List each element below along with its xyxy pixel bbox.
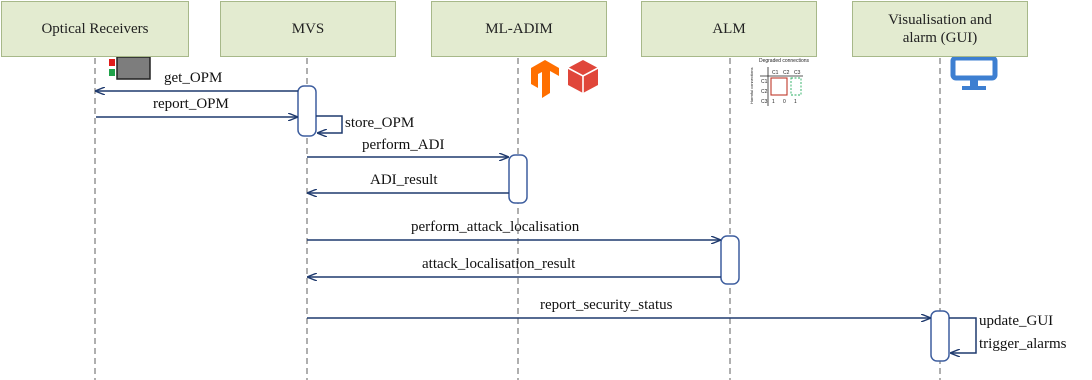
matrix-row-heading: Harmful connections — [749, 68, 754, 104]
participant-gui: Visualisation and alarm (GUI) — [852, 1, 1028, 57]
activation-gui — [930, 310, 950, 362]
connection-matrix-icon: Degraded connections C1 C2 C3 Harmful co… — [749, 58, 810, 106]
message-perform-adi: perform_ADI — [362, 137, 445, 153]
matrix-row-c2: C2 — [761, 89, 768, 95]
matrix-cell-1: 1 — [772, 99, 775, 105]
matrix-row-c1: C1 — [761, 79, 768, 85]
message-store-opm: store_OPM — [345, 115, 415, 131]
matrix-row-c3: C3 — [761, 99, 768, 105]
activation-alm — [720, 235, 740, 285]
matrix-cell-2: 0 — [783, 99, 786, 105]
message-perform-attack-localisation: perform_attack_localisation — [411, 219, 580, 235]
message-update-gui: update_GUI — [979, 313, 1054, 329]
participant-label: Optical Receivers — [41, 21, 149, 37]
message-get-opm: get_OPM — [164, 70, 223, 86]
message-report-security-status: report_security_status — [540, 297, 673, 313]
participant-optical-receivers: Optical Receivers — [1, 1, 189, 57]
participant-mvs: MVS — [220, 1, 396, 57]
monitor-icon — [950, 55, 998, 90]
optical-receiver-device-icon — [109, 56, 151, 80]
activation-mladim — [508, 154, 528, 204]
arrow-update-gui — [949, 317, 977, 353]
activation-mvs — [297, 85, 317, 137]
message-report-opm: report_OPM — [153, 96, 229, 112]
matrix-title: Degraded connections — [759, 58, 810, 64]
matrix-col-c2: C2 — [783, 70, 790, 76]
message-adi-result: ADI_result — [370, 172, 438, 188]
participant-label: Visualisation and alarm (GUI) — [888, 12, 992, 46]
participant-label: ML-ADIM — [485, 21, 553, 37]
participant-label: MVS — [291, 21, 325, 37]
participant-alm: ALM — [641, 1, 817, 57]
matrix-cell-3: 1 — [794, 99, 797, 105]
matrix-col-c3: C3 — [794, 70, 801, 76]
message-trigger-alarms: trigger_alarms — [979, 336, 1067, 352]
message-attack-localisation-result: attack_localisation_result — [422, 256, 576, 272]
red-cube-icon — [567, 60, 599, 93]
participant-ml-adim: ML-ADIM — [431, 1, 607, 57]
matrix-col-c1: C1 — [772, 70, 779, 76]
tensorflow-icon — [531, 60, 559, 98]
arrow-store-opm — [316, 115, 343, 133]
participant-label: ALM — [712, 21, 746, 37]
